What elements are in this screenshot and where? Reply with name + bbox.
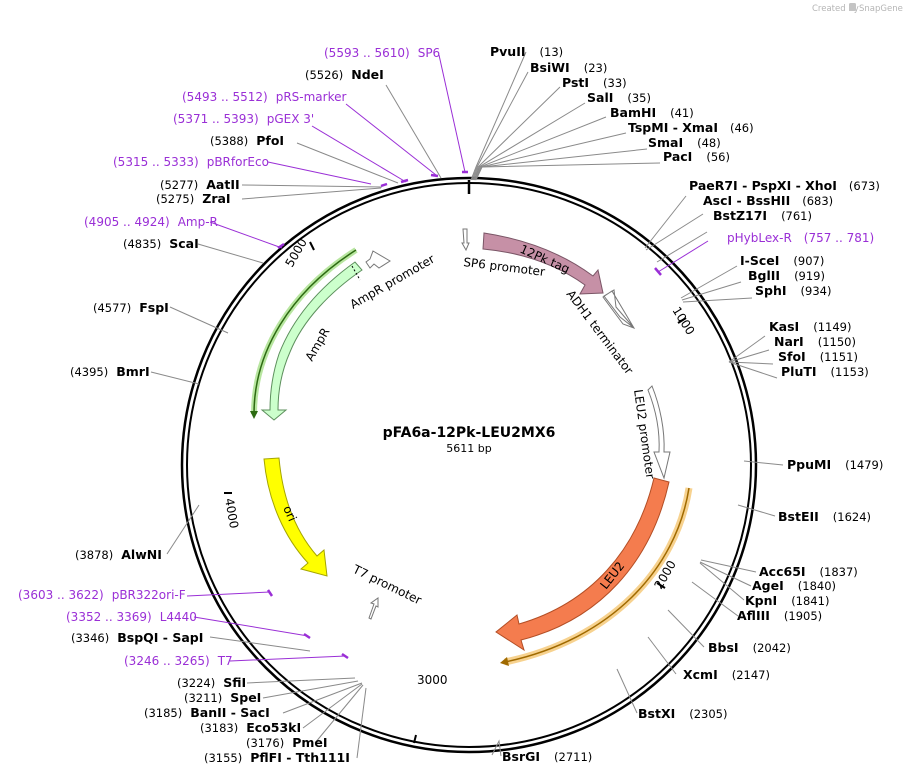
primer-phyblex-r[interactable]: pHybLex-R(757 .. 781) [727,231,874,245]
enzyme-site-banii-saci[interactable]: (3185)BanII - SacI [144,705,270,720]
tick-mark-5000 [309,241,315,251]
enzyme-site-fspi[interactable]: (4577)FspI [93,300,169,315]
enzyme-site-pflfi-tth111i[interactable]: (3155)PflFI - Tth111I [204,750,350,765]
feature-t7-promoter[interactable] [368,597,379,620]
enzyme-site-kasi[interactable]: KasI(1149) [769,319,851,334]
enzyme-labels: PvuII(13) BsiWI(23) PstI(33) SalI(35) Ba… [70,44,883,765]
primer-pbrforeco[interactable]: (5315 .. 5333)pBRforEco [113,155,269,169]
feature-label-adh1-terminator: ADH1 terminator [564,287,636,377]
enzyme-site-scai[interactable]: (4835)ScaI [123,236,199,251]
enzyme-site-tspmi-xmai[interactable]: TspMI - XmaI(46) [628,120,754,135]
feature-ampr-promoter[interactable] [365,250,391,269]
snapgene-logo-icon [849,3,856,11]
feature-label-ori: ori [280,504,299,524]
plasmid-size: 5611 bp [446,442,491,455]
tick-label-4000: 4000 [222,497,241,530]
tick-label-1000: 1000 [669,304,697,337]
primer-sp6[interactable]: (5593 .. 5610)SP6 [324,46,440,60]
enzyme-site-spei[interactable]: (3211)SpeI [184,690,261,705]
enzyme-site-bglii[interactable]: BglII(919) [748,268,825,283]
enzyme-site-sfoi[interactable]: SfoI(1151) [778,349,858,364]
feature-sp6-promoter[interactable] [461,228,470,252]
leu2-orf-line [504,487,690,663]
enzyme-site-pfoi[interactable]: (5388)PfoI [210,133,284,148]
leader-lines [150,51,784,759]
tick-mark-2000 [656,582,666,589]
feature-label-ampr: AmpR [302,325,332,363]
enzyme-site-paci[interactable]: PacI(56) [663,149,730,164]
enzyme-site-smai[interactable]: SmaI(48) [648,135,721,150]
enzyme-site-pmei[interactable]: (3176)PmeI [246,735,328,750]
primer-markers [266,170,662,660]
enzyme-site-kpni[interactable]: KpnI(1841) [745,593,829,608]
scale-ticks: 1000 2000 3000 3000 4000 5000 [222,236,698,744]
backbone-outer [180,176,758,754]
enzyme-site-alwni[interactable]: (3878)AlwNI [75,547,162,562]
enzyme-site-bbsi[interactable]: BbsI(2042) [708,640,791,655]
primer-t7[interactable]: (3246 .. 3265)T7 [124,654,233,668]
primer-amp-r[interactable]: (4905 .. 4924)Amp-R [84,215,218,229]
enzyme-site-zrai[interactable]: (5275)ZraI [156,191,231,206]
enzyme-site-bspqi-sapi[interactable]: (3346)BspQI - SapI [71,630,203,645]
enzyme-site-nari[interactable]: NarI(1150) [774,334,856,349]
primer-labels: (5593 .. 5610)SP6 (5493 .. 5512)pRS-mark… [18,46,874,668]
ampr-orf-line [253,249,357,415]
feature-12pk-tag[interactable] [482,232,604,295]
enzyme-site-sphi[interactable]: SphI(934) [755,283,831,298]
leu2-orf-arrowhead [500,657,509,666]
brand-text: SnapGene [859,4,903,14]
tick-label-5000: 5000 [282,236,309,269]
enzyme-site-sfii[interactable]: (3224)SfiI [177,675,246,690]
enzyme-site-ppumi[interactable]: PpuMI(1479) [787,457,883,472]
feature-label-ampr-promoter: AmpR promoter [348,252,438,312]
feature-label-t7-promoter: T7 promoter [350,562,424,608]
enzyme-site-bmri[interactable]: (4395)BmrI [70,364,150,379]
enzyme-site-afliii[interactable]: AflIII(1905) [737,608,822,623]
primer-pbr322ori-f[interactable]: (3603 .. 3622)pBR322ori-F [18,588,186,602]
enzyme-site-xcmi[interactable]: XcmI(2147) [683,667,770,682]
tick-mark-3000 [413,734,417,744]
primer-pgex-3[interactable]: (5371 .. 5393)pGEX 3' [173,112,314,126]
snapgene-watermark: Created by SnapGene [812,3,903,14]
enzyme-site-acc65i[interactable]: Acc65I(1837) [759,564,858,579]
tick-mark-1000 [677,317,687,324]
primer-prs-marker[interactable]: (5493 .. 5512)pRS-marker [182,90,346,104]
feature-ampr[interactable] [260,261,363,421]
enzyme-site-eco53ki[interactable]: (3183)Eco53kI [200,720,301,735]
enzyme-site-pluti[interactable]: PluTI(1153) [781,364,869,379]
enzyme-site-paer7i-pspxi-xhoi[interactable]: PaeR7I - PspXI - XhoI(673) [689,178,880,193]
enzyme-site-pvuii[interactable]: PvuII(13) [490,44,563,59]
enzyme-site-asci-bsshii[interactable]: AscI - BssHII(683) [703,193,833,208]
ampr-signal-divider [351,265,361,281]
enzyme-site-bsiwi[interactable]: BsiWI(23) [530,60,607,75]
enzyme-site-bsrgi[interactable]: BsrGI(2711) [502,749,592,764]
feature-adh1-terminator[interactable] [602,289,636,329]
primer-l4440[interactable]: (3352 .. 3369)L4440 [66,610,197,624]
enzyme-site-aatii[interactable]: (5277)AatII [160,177,240,192]
enzyme-site-bsteii[interactable]: BstEII(1624) [778,509,871,524]
enzyme-site-bstxi[interactable]: BstXI(2305) [638,706,727,721]
feature-ori[interactable] [263,457,328,577]
enzyme-site-i-scei[interactable]: I-SceI(907) [740,253,824,268]
enzyme-site-sali[interactable]: SalI(35) [587,90,651,105]
enzyme-site-ndei[interactable]: (5526)NdeI [305,67,384,82]
feature-leu2-promoter[interactable] [647,385,671,480]
enzyme-site-bamhi[interactable]: BamHI(41) [610,105,694,120]
tick-label-3000-visible: 3000 [417,673,448,687]
enzyme-site-agei[interactable]: AgeI(1840) [752,578,836,593]
created-by-text: Created by [812,4,859,14]
feature-leu2[interactable] [495,477,670,652]
plasmid-name: pFA6a-12Pk-LEU2MX6 [383,425,556,441]
ampr-orf-arrowhead [250,411,258,419]
enzyme-site-psti[interactable]: PstI(33) [562,75,627,90]
enzyme-site-bstz17i[interactable]: BstZ17I(761) [713,208,812,223]
